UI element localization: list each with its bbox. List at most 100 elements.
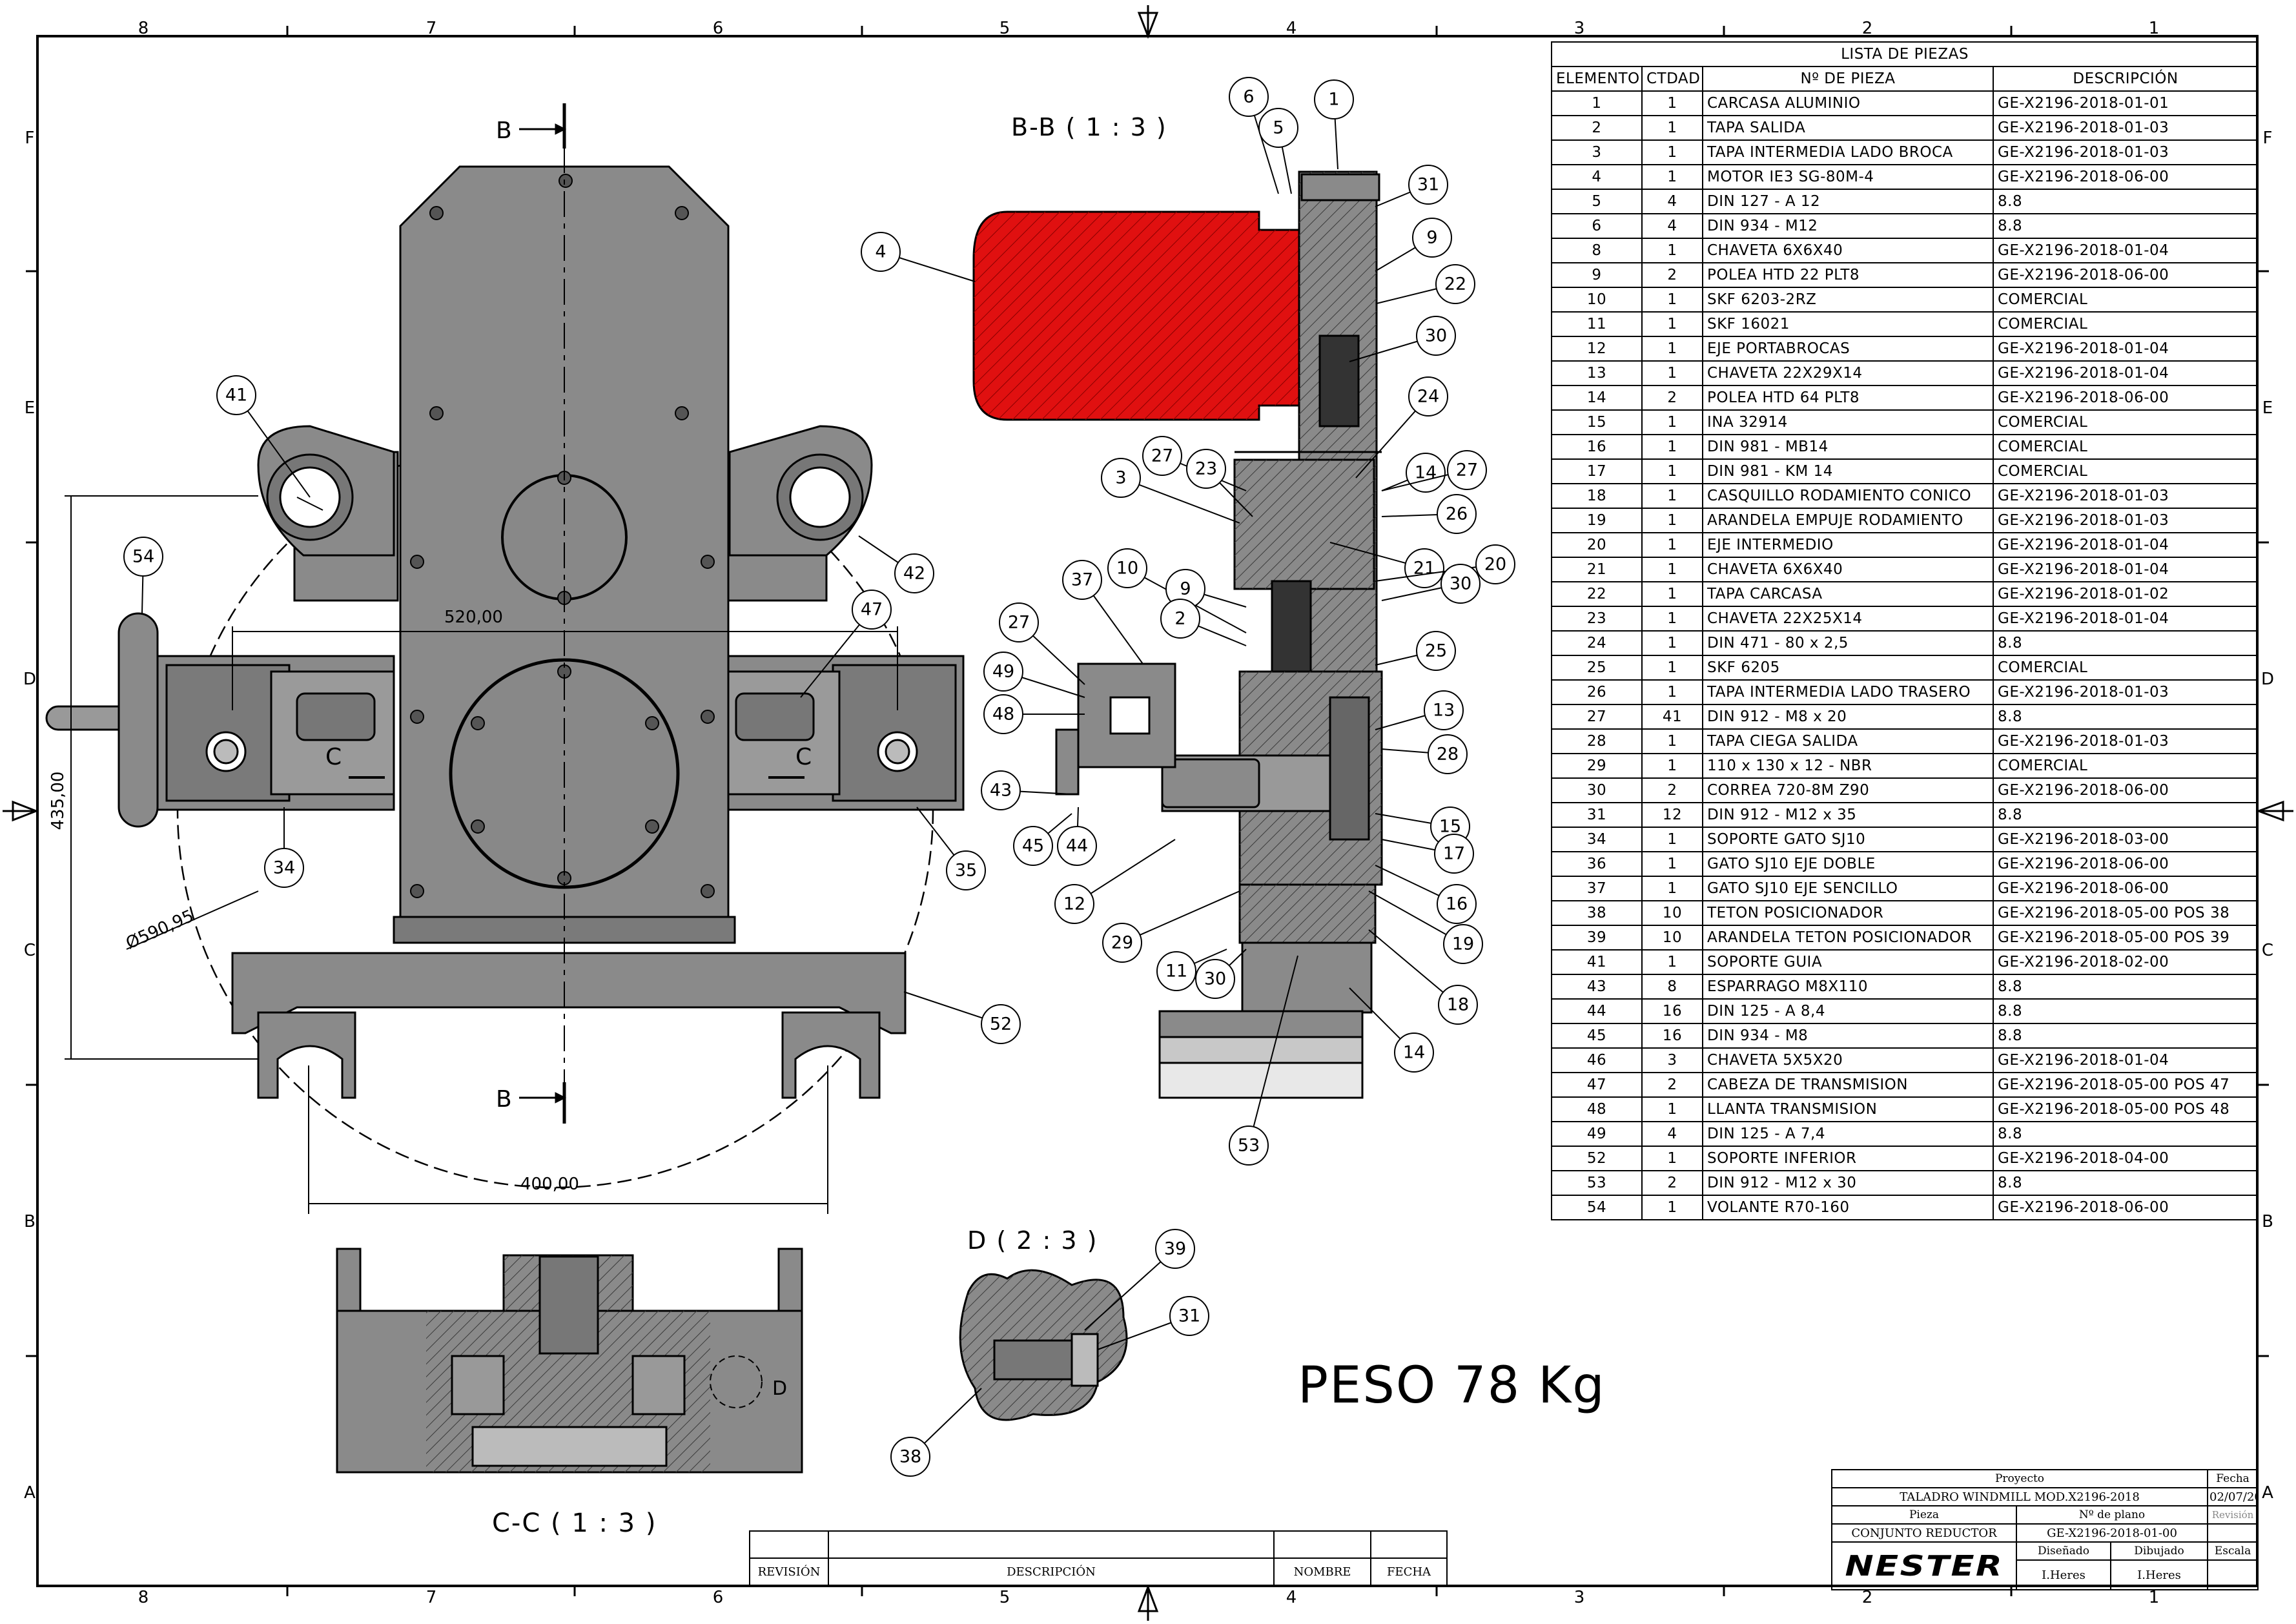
cell-pieza: CASQUILLO RODAMIENTO CONICO — [1702, 483, 1994, 509]
cell-elemento: 28 — [1551, 728, 1643, 754]
cell-elemento: 48 — [1551, 1096, 1643, 1122]
callout-bubble — [1437, 884, 1477, 924]
cell-elemento: 49 — [1551, 1121, 1643, 1147]
cell-elemento: 41 — [1551, 949, 1643, 975]
cell-elemento: 54 — [1551, 1195, 1643, 1220]
cell-pieza: DIN 127 - A 12 — [1702, 189, 1994, 214]
grid-col-3-bottom: 3 — [1574, 1588, 1585, 1607]
base-foot-right — [781, 1011, 881, 1099]
callout-bubble — [123, 537, 163, 577]
section-bb-label: B-B ( 1 : 3 ) — [1011, 113, 1167, 141]
section-cc-label: C-C ( 1 : 3 ) — [492, 1508, 657, 1538]
cell-pieza: MOTOR IE3 SG-80M-4 — [1702, 164, 1994, 190]
cell-pieza: DIN 912 - M12 x 30 — [1702, 1170, 1994, 1196]
tb-fecha-label: Fecha — [2207, 1469, 2259, 1488]
cell-descripcion: GE-X2196-2018-01-03 — [1992, 508, 2259, 533]
cell-pieza: CHAVETA 22X29X14 — [1702, 360, 1994, 386]
grid-row-b-left: B — [24, 1212, 36, 1231]
callout-bubble — [1013, 826, 1053, 866]
callout-bubble — [981, 770, 1021, 810]
cell-ctdad: 1 — [1641, 287, 1703, 313]
cell-pieza: ESPARRAGO M8X110 — [1702, 974, 1994, 1000]
dim-400: 400,00 — [520, 1175, 579, 1194]
cell-ctdad: 2 — [1641, 385, 1703, 411]
callout-number: 14 — [1403, 1043, 1425, 1063]
cell-elemento: 20 — [1551, 532, 1643, 558]
cell-ctdad: 1 — [1641, 728, 1703, 754]
callout-bubble — [1440, 564, 1481, 604]
callout-number: 53 — [1238, 1136, 1260, 1156]
grid-col-2-top: 2 — [1862, 19, 1873, 38]
callout-number: 2 — [1174, 609, 1185, 629]
cell-elemento: 47 — [1551, 1072, 1643, 1098]
detail-d-mark: D — [772, 1377, 787, 1400]
cell-pieza: SKF 16021 — [1702, 311, 1994, 337]
cell-elemento: 45 — [1551, 1023, 1643, 1049]
cell-descripcion: GE-X2196-2018-06-00 — [1992, 164, 2259, 190]
cell-descripcion: COMERCIAL — [1992, 753, 2259, 779]
cell-elemento: 1 — [1551, 90, 1643, 116]
weight-label: PESO 78 Kg — [1298, 1357, 1606, 1415]
callout-bubble — [1186, 449, 1226, 489]
cell-ctdad: 1 — [1641, 360, 1703, 386]
callout-number: 30 — [1450, 574, 1471, 594]
cell-elemento: 53 — [1551, 1170, 1643, 1196]
callout-bubble — [1412, 218, 1452, 258]
cell-ctdad: 1 — [1641, 483, 1703, 509]
callout-number: 31 — [1417, 175, 1439, 195]
grid-col-7-bottom: 7 — [426, 1588, 437, 1607]
cut-marks — [349, 103, 805, 1124]
cell-descripcion: GE-X2196-2018-06-00 — [1992, 385, 2259, 411]
tb-plano: GE-X2196-2018-01-00 — [2015, 1523, 2209, 1543]
grid-col-1-bottom: 1 — [2149, 1588, 2160, 1607]
cell-elemento: 8 — [1551, 238, 1643, 263]
callout-leader — [1375, 564, 1496, 582]
cell-descripcion: GE-X2196-2018-06-00 — [1992, 777, 2259, 803]
cell-pieza: CORREA 720-8M Z90 — [1702, 777, 1994, 803]
section-bb — [972, 170, 1383, 1099]
cell-pieza: POLEA HTD 22 PLT8 — [1702, 262, 1994, 288]
cell-pieza: TAPA SALIDA — [1702, 115, 1994, 141]
cell-ctdad: 4 — [1641, 1121, 1703, 1147]
cell-ctdad: 10 — [1641, 900, 1703, 926]
callout-number: 38 — [899, 1447, 921, 1467]
grid-col-8-bottom: 8 — [138, 1588, 149, 1607]
callout-number: 19 — [1452, 934, 1474, 954]
cell-descripcion: GE-X2196-2018-05-00 POS 39 — [1992, 925, 2259, 951]
callout-bubble — [1258, 108, 1298, 148]
cell-ctdad: 1 — [1641, 679, 1703, 705]
cell-pieza: CHAVETA 6X6X40 — [1702, 557, 1994, 582]
cell-descripcion: GE-X2196-2018-05-00 POS 38 — [1992, 900, 2259, 926]
cell-elemento: 2 — [1551, 115, 1643, 141]
cell-pieza: CABEZA DE TRANSMISION — [1702, 1072, 1994, 1098]
cell-ctdad: 1 — [1641, 1146, 1703, 1171]
grid-row-c-right: C — [2262, 941, 2273, 960]
cell-pieza: DIN 125 - A 7,4 — [1702, 1121, 1994, 1147]
cut-b-bottom-label: B — [496, 1086, 512, 1113]
cell-ctdad: 1 — [1641, 1096, 1703, 1122]
housing-bolts — [410, 174, 715, 898]
cell-elemento: 43 — [1551, 974, 1643, 1000]
handwheel — [118, 612, 159, 828]
callout-bubble — [1155, 1229, 1195, 1269]
cell-descripcion: GE-X2196-2018-03-00 — [1992, 827, 2259, 852]
callout-number: 16 — [1446, 894, 1468, 914]
callout-number: 15 — [1439, 817, 1461, 837]
cell-descripcion: COMERCIAL — [1992, 458, 2259, 484]
cell-ctdad: 1 — [1641, 949, 1703, 975]
cell-elemento: 27 — [1551, 704, 1643, 730]
